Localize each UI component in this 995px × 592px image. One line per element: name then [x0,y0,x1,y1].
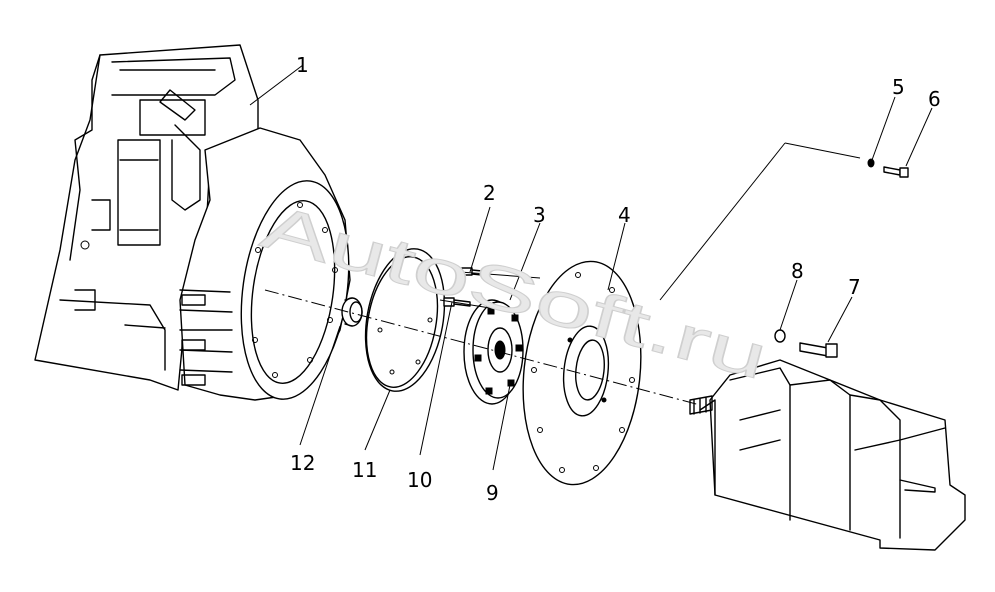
callout-11: 11 [352,458,377,482]
hub-studs [474,307,523,395]
center-axis [264,142,861,406]
callout-10: 10 [407,468,432,492]
part-12-bushing [341,297,363,327]
part-8-washer [774,329,786,343]
housing-bolt-holes [252,202,338,378]
part-7-bolt [799,342,838,358]
part-6-bolt [883,166,909,178]
callout-8: 8 [791,259,804,283]
callout-3: 3 [533,203,546,227]
part-4-flexplate [522,260,642,486]
engine-block [34,44,259,391]
callout-labels: 1 2 3 4 5 6 7 8 9 10 11 12 [290,53,941,505]
part-2-bolt [461,267,483,276]
callout-1: 1 [296,53,309,77]
callout-5: 5 [892,75,905,99]
part-9-hub [463,299,524,405]
callout-6: 6 [928,87,941,111]
callout-2: 2 [483,181,496,205]
part-5-washer [867,158,875,168]
part-11-plate [364,248,446,392]
flexplate-holes [531,272,635,473]
callout-7: 7 [848,275,861,299]
transmission-unit [689,359,966,551]
callout-4: 4 [618,203,631,227]
flywheel-housing [179,127,351,401]
callout-9: 9 [486,481,499,505]
callout-12: 12 [290,451,315,475]
callout-leaders [249,64,933,471]
